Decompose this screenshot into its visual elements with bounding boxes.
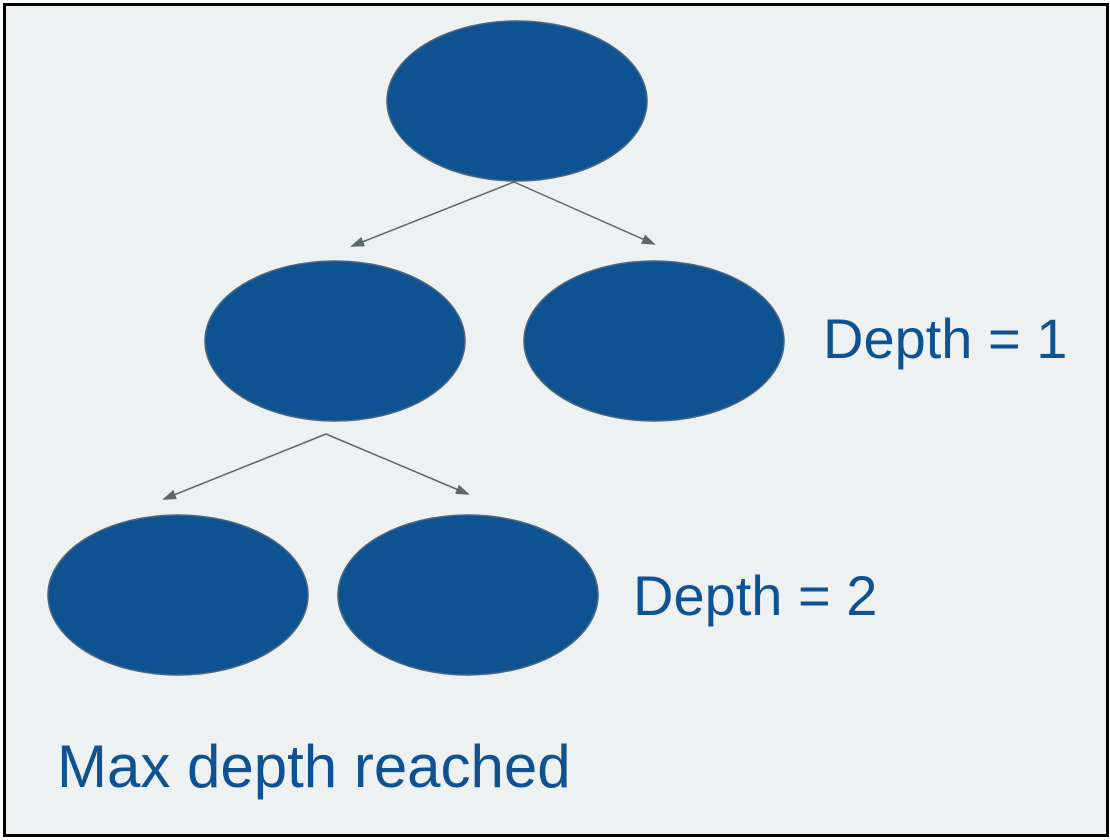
tree-node-depth2-right [337, 514, 599, 676]
depth-2-label: Depth = 2 [633, 564, 877, 627]
tree-node-root [386, 20, 648, 182]
decision-tree-diagram: Depth = 1 Depth = 2 Max depth reached [47, 20, 1067, 800]
max-depth-label: Max depth reached [57, 733, 571, 800]
edge-root-to-right [513, 181, 656, 245]
tree-node-depth2-left [47, 514, 309, 676]
edge-root-to-left [350, 181, 515, 247]
diagram-frame: Depth = 1 Depth = 2 Max depth reached [3, 3, 1109, 837]
depth-1-label: Depth = 1 [823, 307, 1067, 370]
tree-node-depth1-left [204, 260, 466, 422]
tree-node-depth1-right [523, 260, 785, 422]
edge-left-to-left-child [162, 433, 327, 500]
edge-left-to-right-child [325, 433, 470, 495]
